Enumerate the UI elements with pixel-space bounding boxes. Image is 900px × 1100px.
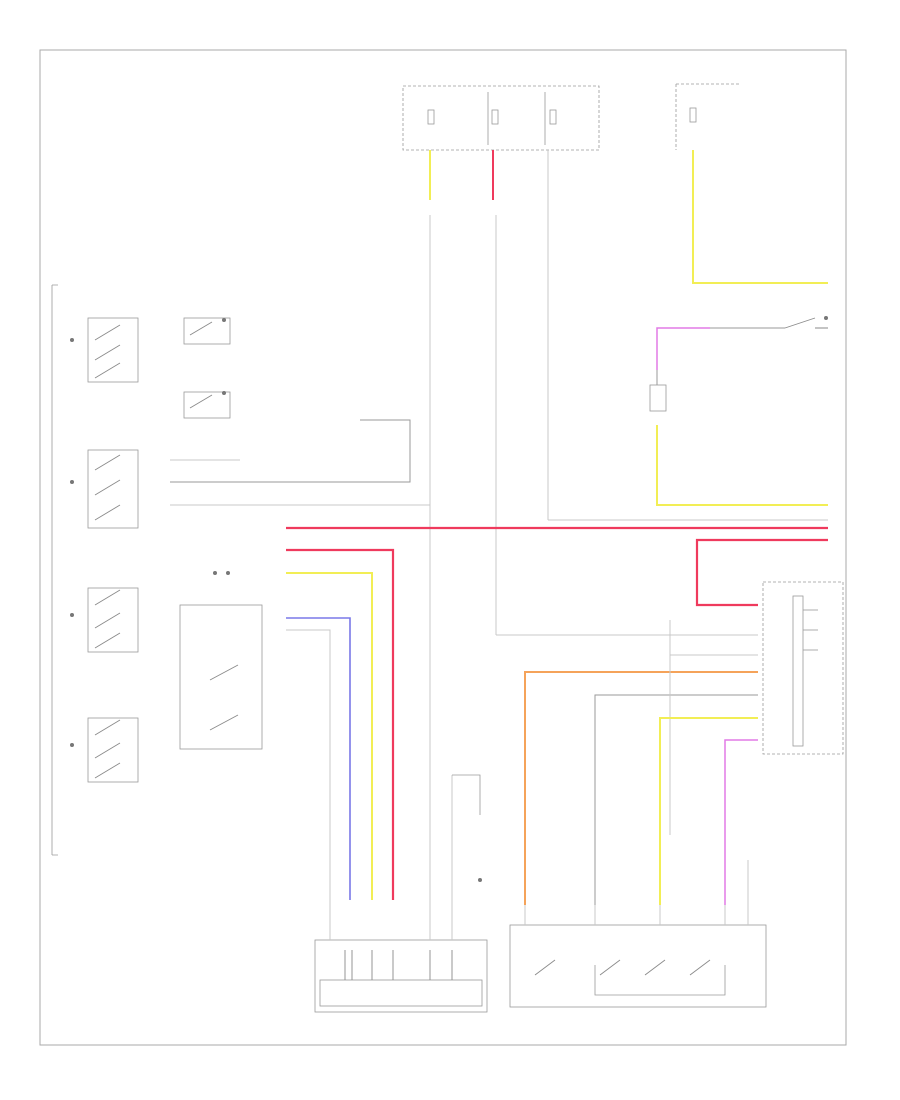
bottom-connector-pins bbox=[329, 895, 749, 940]
wire-magenta-rs bbox=[724, 739, 758, 905]
wire-gray-rs1 bbox=[594, 694, 758, 905]
wire-magenta-right bbox=[656, 327, 710, 370]
wire-yellow-left bbox=[286, 572, 373, 900]
switch-group-4 bbox=[70, 717, 139, 783]
ground-symbol bbox=[451, 774, 482, 895]
switch-group-3 bbox=[70, 587, 139, 653]
switch-group-2 bbox=[70, 449, 139, 529]
relay-box bbox=[649, 384, 667, 412]
switch-group-1 bbox=[70, 317, 139, 383]
wire-yellow-rs bbox=[659, 717, 758, 905]
wire-yellow-mid bbox=[656, 425, 828, 506]
wire-red-right bbox=[695, 538, 828, 607]
diagram-frame bbox=[39, 49, 847, 1046]
wire-orange bbox=[524, 671, 758, 905]
wire-yellow-right bbox=[692, 150, 828, 284]
wire-red-bus2 bbox=[286, 548, 395, 900]
wire-gray-sw1 bbox=[170, 419, 411, 483]
right-switch-connector bbox=[762, 581, 844, 755]
mag-switch-dot bbox=[824, 316, 828, 320]
left-power-window-regulator bbox=[314, 939, 488, 1013]
wire-gray-rs3 bbox=[669, 620, 758, 835]
right-power-window-switch bbox=[509, 924, 767, 1008]
fuse-block-right bbox=[675, 83, 740, 150]
switch-assembly bbox=[51, 284, 263, 856]
mag-switch bbox=[784, 317, 828, 329]
wire-blue-1 bbox=[286, 617, 351, 900]
fuse-block-top bbox=[402, 85, 600, 151]
wire-gray-b2 bbox=[286, 629, 331, 900]
